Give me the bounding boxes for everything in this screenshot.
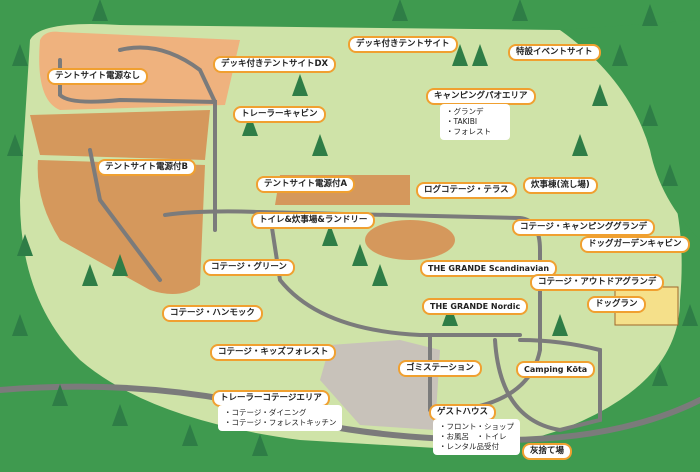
- pao-item: ・TAKIBI: [446, 117, 478, 126]
- label-tent-site-power-a[interactable]: テントサイト電源付A: [256, 176, 356, 193]
- label-cottage-green[interactable]: コテージ・グリーン: [203, 259, 295, 276]
- label-kitchen-building[interactable]: 炊事棟(流し場): [523, 177, 598, 194]
- tree-icon: [352, 244, 368, 266]
- tree-icon: [572, 134, 588, 156]
- tree-icon: [12, 44, 28, 66]
- label-grande-scandinavian[interactable]: THE GRANDE Scandinavian: [420, 260, 558, 277]
- trailer-cottage-item: ・コテージ・ダイニング: [224, 408, 307, 417]
- tree-icon: [182, 424, 198, 446]
- tree-icon: [512, 0, 528, 21]
- tree-icon: [17, 234, 33, 256]
- label-deck-tent-site-dx[interactable]: デッキ付きテントサイトDX: [213, 56, 337, 73]
- trailer-cottage-item: ・コテージ・フォレストキッチン: [224, 418, 337, 427]
- trailer-cottage-list: ・コテージ・ダイニング ・コテージ・フォレストキッチン: [218, 405, 343, 431]
- tree-icon: [372, 264, 388, 286]
- guest-house-item: ・フロント・ショップ: [439, 422, 514, 431]
- guest-house-list: ・フロント・ショップ ・お風呂 ・トイレ ・レンタル品受付: [433, 419, 520, 455]
- pao-area-list: ・グランデ ・TAKIBI ・フォレスト: [440, 104, 510, 140]
- tree-icon: [92, 0, 108, 21]
- tree-icon: [12, 314, 28, 336]
- tree-icon: [552, 314, 568, 336]
- tree-icon: [592, 84, 608, 106]
- label-toilet-kitchen-laundry[interactable]: トイレ&炊事場&ランドリー: [251, 212, 376, 229]
- label-garbage-station[interactable]: ゴミステーション: [398, 360, 482, 377]
- label-deck-tent-site[interactable]: デッキ付きテントサイト: [348, 36, 458, 53]
- pao-item: ・フォレスト: [446, 127, 491, 136]
- tree-icon: [7, 134, 23, 156]
- label-grande-nordic[interactable]: THE GRANDE Nordic: [422, 298, 529, 315]
- center-tent-area: [365, 220, 455, 260]
- label-log-cottage-terrace[interactable]: ログコテージ・テラス: [416, 182, 517, 199]
- label-tent-site-power-b[interactable]: テントサイト電源付B: [97, 159, 196, 176]
- guest-house-item: ・レンタル品受付: [439, 442, 499, 451]
- label-camping-kota[interactable]: Camping Kōta: [516, 361, 596, 378]
- tree-icon: [52, 384, 68, 406]
- tree-icon: [662, 164, 678, 186]
- label-cottage-hammock[interactable]: コテージ・ハンモック: [162, 305, 263, 322]
- label-cottage-camping-grande[interactable]: コテージ・キャンピンググランデ: [512, 219, 656, 236]
- tree-icon: [442, 304, 458, 326]
- tree-icon: [242, 114, 258, 136]
- label-tent-site-no-power[interactable]: テントサイト電源なし: [47, 68, 149, 85]
- label-dog-garden-cabin[interactable]: ドッグガーデンキャビン: [580, 236, 690, 253]
- tent-site-b-area-1: [30, 110, 210, 160]
- tree-icon: [312, 134, 328, 156]
- label-cottage-outdoor-grande[interactable]: コテージ・アウトドアグランデ: [530, 274, 665, 291]
- tree-icon: [112, 254, 128, 276]
- label-pao-area[interactable]: キャンピングパオエリア: [426, 88, 536, 105]
- label-dog-run[interactable]: ドッグラン: [587, 296, 646, 313]
- label-event-site[interactable]: 特設イベントサイト: [508, 44, 601, 61]
- guest-house-item: ・お風呂 ・トイレ: [439, 432, 507, 441]
- tree-icon: [392, 0, 408, 21]
- tree-icon: [82, 264, 98, 286]
- tree-icon: [642, 4, 658, 26]
- tree-icon: [252, 434, 268, 456]
- label-cottage-kids-forest[interactable]: コテージ・キッズフォレスト: [210, 344, 337, 361]
- label-trailer-cabin[interactable]: トレーラーキャビン: [233, 106, 326, 123]
- tree-icon: [292, 74, 308, 96]
- tree-icon: [112, 404, 128, 426]
- label-ash-disposal[interactable]: 灰捨て場: [522, 443, 573, 460]
- tree-icon: [612, 44, 628, 66]
- tree-icon: [642, 104, 658, 126]
- tree-icon: [682, 304, 698, 326]
- tree-icon: [452, 44, 468, 66]
- pao-item: ・グランデ: [446, 107, 484, 116]
- tree-icon: [322, 224, 338, 246]
- tree-icon: [472, 44, 488, 66]
- tree-icon: [652, 364, 668, 386]
